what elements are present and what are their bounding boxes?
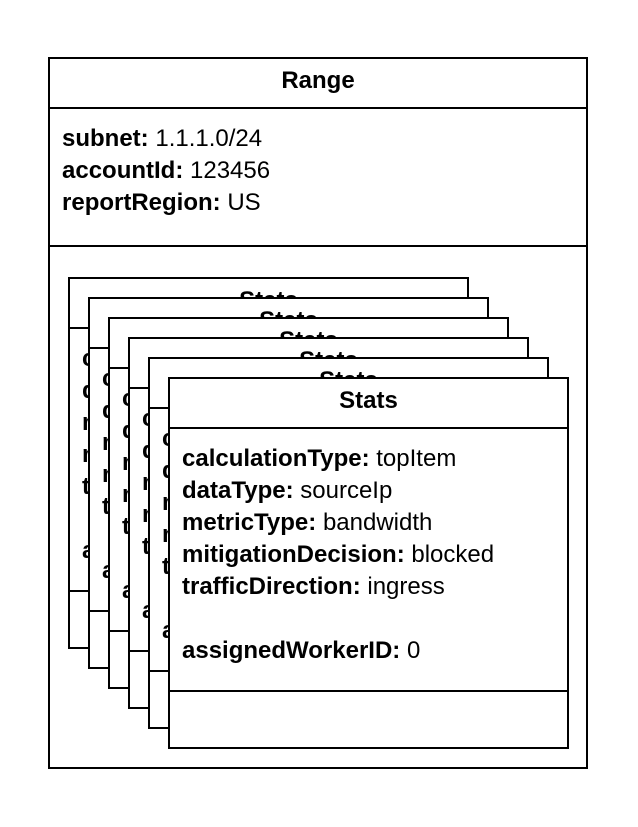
stats-card-title: Stats [339, 387, 398, 414]
stats-card-attributes: calculationType: topItem dataType: sourc… [182, 443, 494, 667]
range-divider [50, 245, 586, 247]
stats-card-front: Stats calculationType: topItem dataType:… [168, 377, 569, 749]
stats-attr-datatype: dataType: sourceIp [182, 477, 393, 504]
stats-attr-mitigationdecision: mitigationDecision: blocked [182, 541, 495, 568]
range-title: Range [281, 67, 355, 94]
stats-attr-metrictype: metricType: bandwidth [182, 509, 433, 536]
stats-attr-trafficdirection: trafficDirection: ingress [182, 573, 445, 600]
range-attributes: subnet: 1.1.1.0/24 accountId: 123456 rep… [62, 123, 270, 219]
range-attr-accountid: accountId: 123456 [62, 157, 271, 184]
stats-attr-calculationtype: calculationType: topItem [182, 445, 457, 472]
stats-attr-assignedworkerid: assignedWorkerID: 0 [182, 637, 421, 664]
stats-card-header: Stats [170, 379, 567, 429]
range-attr-reportregion: reportRegion: US [62, 189, 261, 216]
stats-methods-divider [170, 690, 567, 692]
range-attr-subnet: subnet: 1.1.1.0/24 [62, 125, 263, 152]
range-header: Range [50, 59, 586, 109]
